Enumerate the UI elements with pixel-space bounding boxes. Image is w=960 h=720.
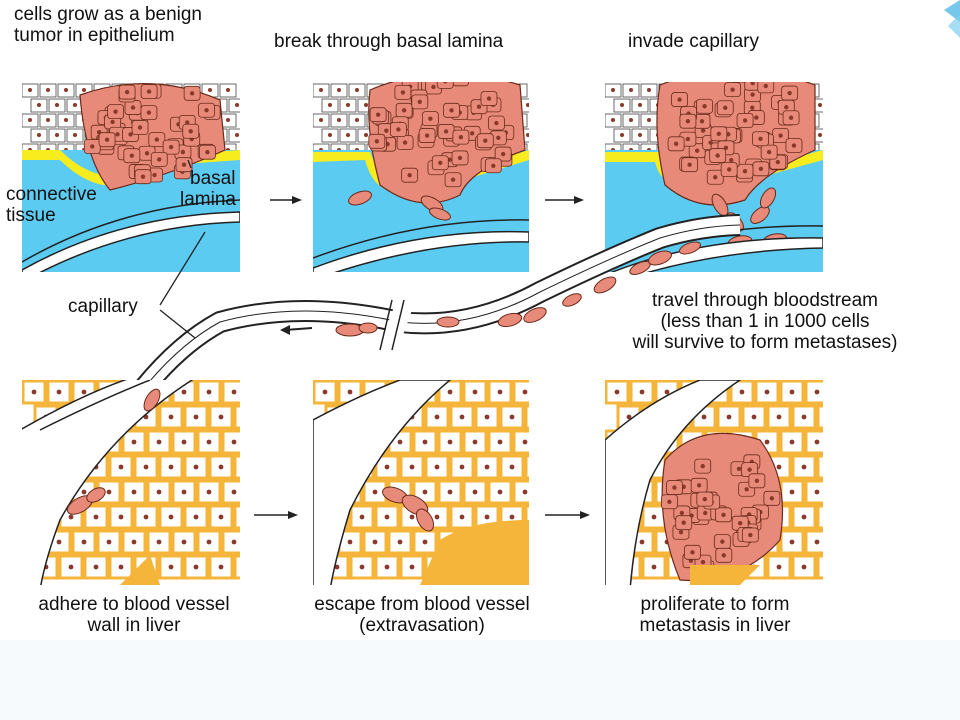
label-step3: invade capillary [628, 31, 759, 52]
hepatocyte [804, 479, 823, 505]
hepatocyte [524, 404, 529, 430]
label-step1-line1: cells grow as a benign [14, 4, 202, 25]
label-step2: break through basal lamina [274, 31, 504, 52]
circulating-cells [335, 241, 701, 337]
label-step1-line2: tumor in epithelium [14, 25, 175, 46]
label-step4-line2: wall in liver [87, 615, 181, 636]
label-step1: cells grow as a benign tumor in epitheli… [14, 4, 202, 46]
hepatocyte [816, 404, 823, 430]
hepatocyte [233, 504, 240, 530]
panel-metastasis [605, 380, 823, 585]
epithelial-cell [228, 128, 240, 143]
hepatocyte [524, 504, 529, 530]
capillary-segment [22, 211, 240, 272]
bloodstream-vessel [80, 214, 741, 476]
label-basal: basal [190, 168, 236, 189]
panel-adhere [22, 380, 240, 585]
label-step4-line1: adhere to blood vessel [38, 594, 230, 615]
escaping-cells [382, 486, 435, 532]
hepatocyte [221, 380, 240, 405]
corner-decoration [944, 0, 960, 38]
label-tissue: tissue [6, 205, 56, 226]
label-capillary: capillary [68, 296, 138, 317]
label-connective: connective [6, 184, 97, 205]
label-connective-tissue: connective tissue [6, 184, 97, 226]
invading-cells [348, 190, 451, 221]
capillary-leader-lines [159, 159, 206, 339]
hepatocyte [233, 404, 240, 430]
hepatocyte [804, 380, 823, 405]
epithelial-cell [228, 98, 240, 113]
label-lamina: lamina [180, 189, 236, 210]
tumor-cell [452, 82, 469, 87]
hepatocyte [512, 380, 529, 405]
label-travel-line1: travel through bloodstream [651, 290, 878, 311]
label-travel: travel through bloodstream (less than 1 … [580, 290, 950, 353]
slide-bottom-band [0, 640, 960, 720]
hepatocyte [221, 429, 240, 455]
hepatocyte [233, 454, 240, 480]
hepatocyte [233, 554, 240, 580]
hepatocyte [816, 454, 823, 480]
liver-vessel [22, 380, 194, 585]
panel-extravasation [313, 380, 529, 585]
hepatocyte [804, 529, 823, 555]
label-step4: adhere to blood vessel wall in liver [4, 594, 264, 636]
vessel-break-mark [379, 298, 415, 352]
label-step6: proliferate to form metastasis in liver [590, 594, 840, 636]
label-step6-line2: metastasis in liver [639, 615, 791, 636]
hepatocyte [816, 554, 823, 580]
label-basal-lamina: basal lamina [180, 168, 236, 210]
panel-benign-tumor [22, 82, 240, 272]
label-step5-line2: (extravasation) [359, 615, 485, 636]
tumor-cell [732, 82, 747, 83]
hepatocyte [221, 529, 240, 555]
hepatocyte [524, 454, 529, 480]
liver-vessel [605, 380, 742, 585]
hepatocyte [804, 429, 823, 455]
label-step5-line1: escape from blood vessel [314, 594, 530, 615]
hepatocyte [512, 429, 529, 455]
process-arrows [254, 196, 590, 519]
label-travel-line3: will survive to form metastases) [632, 332, 898, 353]
hepatocyte [221, 479, 240, 505]
flow-arrow-left [280, 325, 313, 335]
label-step6-line1: proliferate to form [640, 594, 790, 615]
hepatocyte [524, 554, 529, 580]
liver-vessel [313, 380, 452, 585]
hepatocyte [512, 479, 529, 505]
tumor-cell [436, 82, 454, 89]
hepatocyte [816, 504, 823, 530]
panel-break-lamina [313, 82, 529, 272]
label-step5: escape from blood vessel (extravasation) [272, 594, 572, 636]
label-travel-line2: (less than 1 in 1000 cells [660, 311, 870, 332]
